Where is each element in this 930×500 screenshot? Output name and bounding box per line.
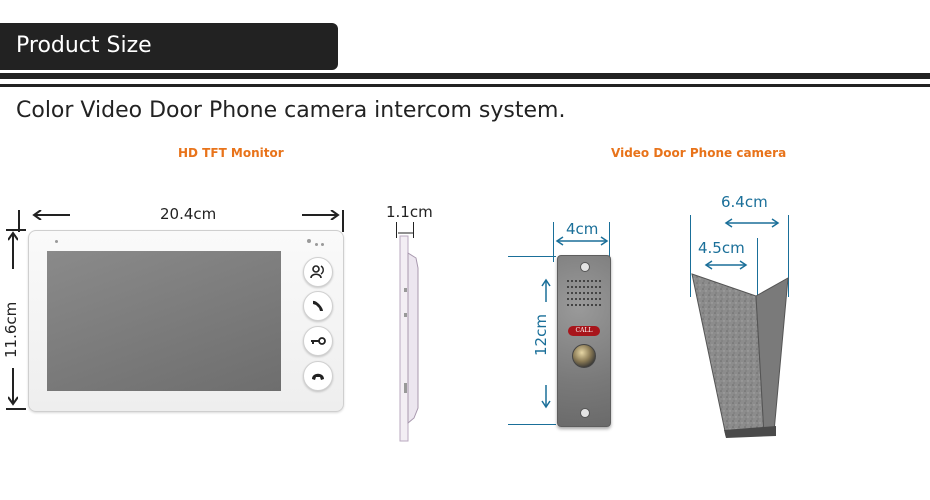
camera-height-label: 12cm [532, 314, 550, 356]
camera-speaker-grill [567, 298, 601, 300]
camera-height-guide-top [508, 256, 556, 257]
camera-lens [572, 344, 596, 368]
camera-width-guide-left [553, 222, 554, 262]
camera-height-up-arrow-icon [541, 278, 551, 302]
monitor-section-label: HD TFT Monitor [178, 146, 284, 160]
camera-height-down-arrow-icon [541, 385, 551, 409]
phone-answer-icon [313, 300, 323, 311]
door-camera-front: CALL [557, 255, 611, 427]
monitor-width-label: 20.4cm [160, 205, 217, 223]
camera-top-screw [580, 262, 590, 272]
intercom-icon [310, 265, 324, 279]
monitor-height-label: 11.6cm [2, 301, 20, 358]
shield-bottom-label: 4.5cm [698, 239, 745, 257]
phone-hangup-icon [312, 373, 324, 380]
shield-top-arrow-icon [724, 218, 780, 228]
answer-button[interactable] [303, 291, 333, 321]
monitor-screen [47, 251, 281, 391]
monitor-front [28, 230, 344, 412]
camera-bottom-screw [580, 408, 590, 418]
divider-thin [0, 84, 930, 87]
camera-speaker-grill [567, 286, 601, 288]
camera-section-label: Video Door Phone camera [611, 146, 787, 160]
arrow-right-icon [302, 210, 340, 220]
rain-shield [691, 273, 789, 438]
monitor-height-tick-bottom [6, 408, 26, 410]
camera-width-label: 4cm [566, 220, 599, 238]
shield-bottom-arrow-icon [704, 260, 748, 270]
camera-width-guide-right [609, 222, 610, 262]
camera-speaker-grill [567, 280, 601, 282]
monitor-width-tick-right [342, 210, 344, 232]
monitor-height-tick-top [6, 229, 26, 231]
divider-thick [0, 73, 930, 79]
monitor-led-dot [315, 243, 318, 246]
monitor-depth-label: 1.1cm [386, 203, 433, 221]
arrow-left-icon [32, 210, 70, 220]
arrow-up-icon [8, 231, 18, 269]
unlock-button[interactable] [303, 326, 333, 356]
shield-top-label: 6.4cm [721, 193, 768, 211]
shield-guide-left [690, 215, 691, 297]
depth-tick-left [396, 222, 397, 238]
shield-guide-right [788, 215, 789, 297]
arrow-down-icon [8, 368, 18, 406]
camera-speaker-grill [567, 304, 601, 306]
page-title: Product Size [16, 33, 152, 58]
monitor-side-view [398, 232, 419, 442]
monitor-indicator-dot [55, 240, 58, 243]
shield-guide-mid [757, 238, 758, 296]
depth-tick-right [413, 222, 414, 238]
product-subtitle: Color Video Door Phone camera intercom s… [16, 98, 566, 123]
monitor-sensor-dot [307, 239, 311, 243]
intercom-button[interactable] [303, 257, 333, 287]
unlock-key-icon [311, 337, 326, 345]
monitor-led-dot [321, 243, 324, 246]
header-bar: Product Size [0, 23, 338, 70]
call-button[interactable]: CALL [568, 326, 600, 336]
hangup-button[interactable] [303, 361, 333, 391]
camera-height-guide-bottom [508, 424, 556, 425]
camera-speaker-grill [567, 292, 601, 294]
camera-width-arrow-icon [555, 236, 609, 246]
monitor-width-tick-left [18, 210, 20, 232]
